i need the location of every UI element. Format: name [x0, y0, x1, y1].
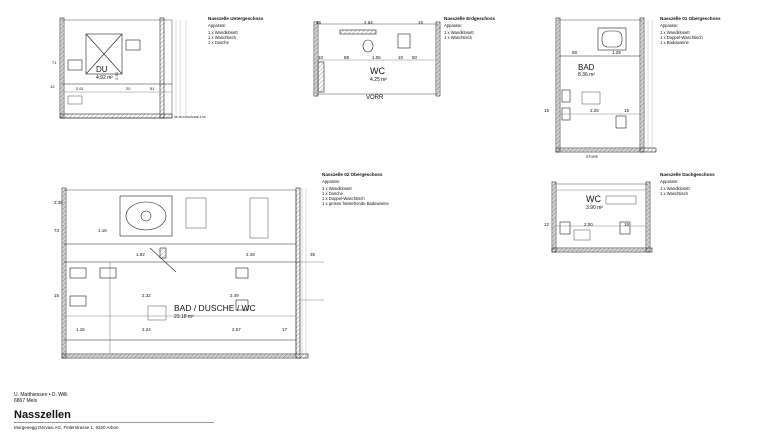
bad2-dim-1: 2.39 — [54, 200, 63, 205]
legend-bad2-item: 1 x Doppel-Waschtisch — [322, 196, 365, 201]
du-dim-3: 2.61 — [76, 86, 85, 91]
legend-wc-item: 1 x Wandklosett — [444, 30, 474, 35]
du-room-area: 4.92 m² — [96, 75, 113, 81]
legend-wc-title: Nasszelle Erdgeschoss — [444, 16, 496, 21]
wc-dim-3: 15 — [418, 20, 424, 25]
legend-wc2-item: 1 x Waschtisch — [660, 191, 689, 196]
wc2-room-area: 3.90 m² — [586, 205, 603, 211]
legend-wc2-title: Nasszelle Dachgeschoss — [660, 172, 715, 177]
bad2-dim-5: 2.49 — [246, 252, 255, 257]
legend-bad-title: Nasszelle 01 Obergeschoss — [660, 16, 721, 21]
plan-bad-dusche-wc — [61, 187, 324, 359]
legend-bad: Nasszelle 01 Obergeschoss Apparate: 1 x … — [660, 16, 721, 45]
bad-room-area: 8.36 m² — [578, 72, 595, 78]
bad2-dim-13: 15 — [54, 293, 60, 298]
bad2-dim-2: 73 — [54, 228, 60, 233]
legend-bad-item: 1 x Doppel-Waschtisch — [660, 35, 703, 40]
du-dim-5: 51 — [150, 86, 155, 91]
plan-du — [59, 17, 187, 119]
legend-bad-subtitle: Apparate: — [660, 23, 679, 28]
authors-text: U. Matthiessen • D. Willi — [14, 392, 68, 398]
bad2-dim-8: 1.16 — [76, 327, 85, 332]
wc-dim-8: 50 — [412, 55, 418, 60]
bad2-room-area: 23.18 m² — [174, 314, 194, 320]
legend-wc-subtitle: Apparate: — [444, 23, 463, 28]
wc-dim-5: 88 — [344, 55, 350, 60]
bad2-dim-3: 1.16 — [98, 228, 107, 233]
legend-bad2-subtitle: Apparate: — [322, 179, 341, 184]
bad-dim-3: 15 — [544, 108, 550, 113]
bad-label-bottom: STORE — [586, 155, 599, 159]
wc-dim-6: 1.06 — [372, 55, 381, 60]
legend-du-title: Nasszelle Untergeschoss — [208, 16, 264, 21]
du-dim-6: 2.30 — [114, 71, 119, 80]
legend-du-item: 1 x Dusche — [208, 40, 229, 45]
du-dim-1: 71 — [52, 60, 57, 65]
plan-bad — [555, 17, 657, 153]
wc-label-bottom: VORR — [366, 95, 384, 101]
wc2-room-name: WC — [586, 194, 601, 204]
wc-room-name: WC — [370, 66, 385, 76]
legend-du: Nasszelle Untergeschoss Apparate: 1 x Wa… — [208, 16, 263, 45]
legend-bad2: Nasszelle 02 Obergeschoss Apparate: 1 x … — [322, 172, 389, 206]
bad2-dim-9: 2.24 — [142, 327, 151, 332]
place-text: 6867 Mels — [14, 398, 38, 404]
sheet-title: Nasszellen — [14, 409, 71, 421]
bad2-dim-11: 35 — [310, 252, 316, 257]
wc-dim-2: 2.64 — [364, 20, 373, 25]
legend-du-item: 1 x Waschtisch — [208, 35, 237, 40]
bad-dim-2: 1.29 — [612, 50, 621, 55]
bad-dim-1: 88 — [572, 50, 578, 55]
wc2-dim-1: 12 — [544, 222, 550, 227]
bad2-dim-12: 17 — [282, 327, 288, 332]
plan-wc — [313, 21, 441, 97]
legend-du-item: 1 x Wandklosett — [208, 30, 238, 35]
wc-dim-4: 10 — [318, 55, 324, 60]
legend-wc: Nasszelle Erdgeschoss Apparate: 1 x Wand… — [444, 16, 495, 40]
du-note: OK RÜCKWÄNDE 4.59 — [174, 115, 206, 119]
legend-wc2: Nasszelle Dachgeschoss Apparate: 1 x Wan… — [660, 172, 715, 196]
legend-bad2-title: Nasszelle 02 Obergeschoss — [322, 172, 383, 177]
legend-du-subtitle: Apparate: — [208, 23, 227, 28]
firm-address: Morgenegg Gervasi AG, Feilerstrasse 1, 9… — [14, 425, 119, 430]
legend-bad-item: 1 x Wandklosett — [660, 30, 690, 35]
wc-room-area: 4.25 m² — [370, 77, 387, 83]
du-room-name: DU — [96, 65, 108, 74]
wc2-dim-3: 15 — [624, 222, 630, 227]
plan-wc-dach — [551, 181, 653, 253]
bad2-dim-7: 2.49 — [230, 293, 239, 298]
du-dim-4: 20 — [126, 86, 131, 91]
title-block: U. Matthiessen • D. Willi 6867 Mels Nass… — [14, 392, 214, 430]
title-divider — [14, 422, 214, 423]
wc-dim-7: 10 — [398, 55, 404, 60]
legend-bad2-item: 1 x Dusche — [322, 191, 343, 196]
legend-wc2-subtitle: Apparate: — [660, 179, 679, 184]
legend-wc-item: 1 x Waschtisch — [444, 35, 473, 40]
bad-room-name: BAD — [578, 63, 595, 72]
wc-dim-1: 15 — [316, 20, 322, 25]
wc2-dim-2: 2.00 — [584, 222, 593, 227]
bad-dim-5: 15 — [624, 108, 630, 113]
bad2-dim-6: 2.32 — [142, 293, 151, 298]
bad2-dim-4: 1.92 — [136, 252, 145, 257]
du-dim-2: 12 — [50, 84, 55, 89]
bad-dim-4: 2.25 — [590, 108, 599, 113]
legend-bad-item: 1 x Badewanne — [660, 40, 689, 45]
legend-bad2-item: 1 x grosse freistehende Badewanne — [322, 201, 389, 206]
bad2-room-name: BAD / DUSCHE / WC — [174, 303, 256, 313]
legend-wc2-item: 1 x Wandklosett — [660, 186, 690, 191]
bad2-dim-10: 2.57 — [232, 327, 241, 332]
legend-bad2-item: 1 x Wandklosett — [322, 186, 352, 191]
